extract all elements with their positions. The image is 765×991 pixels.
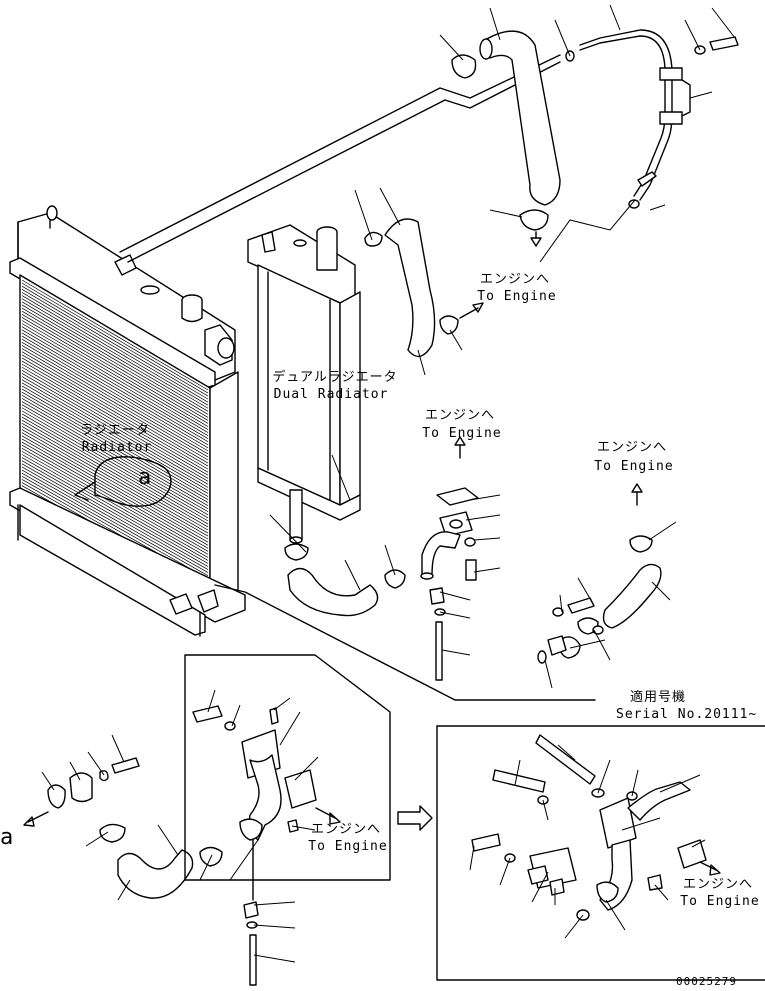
- radiator-fin: [21, 310, 209, 421]
- radiator-fin: [21, 416, 209, 525]
- radiator-fin: [21, 426, 209, 534]
- radiator-fin: [21, 357, 209, 467]
- radiator-fin: [21, 463, 209, 570]
- radiator-fin: [21, 435, 209, 543]
- radiator-fin: [21, 295, 209, 406]
- radiator-fin: [21, 332, 209, 443]
- radiator-fin: [21, 407, 209, 516]
- radiator-fin: [21, 391, 209, 500]
- radiator-fin: [21, 351, 209, 461]
- radiator-fin: [21, 376, 209, 485]
- lower-left-parts: [23, 584, 596, 899]
- to-engine-label-en: To Engine: [594, 459, 674, 474]
- radiator-fin: [21, 432, 209, 540]
- lower-hose-left: [284, 543, 406, 617]
- radiator-fin: [21, 279, 209, 391]
- radiator-fin: [21, 345, 209, 455]
- center-pipe-group: [420, 436, 479, 681]
- radiator-fin: [21, 366, 209, 476]
- to-engine-label-jp: エンジンへ: [682, 877, 754, 892]
- radiator-fin: [21, 419, 209, 528]
- radiator-fin: [21, 363, 209, 473]
- radiator-fin: [21, 285, 209, 397]
- radiator-label-jp: ラジエータ: [80, 423, 150, 438]
- dual-radiator-label-jp: デュアルラジエータ: [272, 370, 398, 385]
- radiator-fin: [21, 410, 209, 519]
- radiator-assembly: [9, 205, 246, 637]
- dual-radiator-hose: [364, 218, 484, 358]
- radiator-fin: [21, 320, 209, 430]
- radiator-fin: [21, 454, 209, 561]
- radiator-fin: [21, 354, 209, 464]
- radiator-fin: [21, 360, 209, 470]
- drawing-number: 00025279: [676, 975, 737, 988]
- leader-lines: [41, 4, 736, 963]
- radiator-fin: [21, 335, 209, 446]
- detail-frame-center: [184, 654, 391, 881]
- right-hose-group: [537, 483, 662, 664]
- overflow-pipe: [119, 54, 561, 263]
- radiator-fin: [21, 460, 209, 567]
- radiator-fin: [21, 313, 209, 424]
- to-engine-label-en: To Engine: [308, 839, 388, 854]
- radiator-fin: [21, 429, 209, 537]
- radiator-fin: [21, 469, 209, 576]
- radiator-fin: [21, 379, 209, 488]
- radiator-fin: [21, 382, 209, 491]
- radiator-fin: [21, 282, 209, 394]
- radiator-fin: [21, 342, 209, 452]
- breather-tube: [565, 29, 739, 209]
- radiator-fin: [21, 444, 209, 552]
- dual-radiator-label-en: Dual Radiator: [273, 387, 389, 402]
- radiator-fin: [21, 385, 209, 494]
- radiator-fin: [21, 370, 209, 479]
- radiator-fin: [21, 388, 209, 497]
- radiator-fin: [21, 317, 209, 427]
- radiator-fin: [21, 413, 209, 522]
- serial-label-jp: 適用号機: [629, 690, 687, 705]
- radiator-fin: [21, 373, 209, 482]
- radiator-fin: [21, 326, 209, 436]
- radiator-fin: [21, 292, 209, 403]
- radiator-fin: [21, 438, 209, 546]
- radiator-fin: [21, 472, 209, 580]
- radiator-fin: [21, 401, 209, 509]
- radiator-fin: [21, 394, 209, 503]
- detail-frame-serial: [436, 725, 765, 981]
- to-engine-label-jp: エンジンへ: [310, 822, 382, 837]
- to-engine-label-en: To Engine: [680, 894, 760, 909]
- upper-hose: [451, 30, 561, 247]
- dual-radiator-assembly: [247, 224, 361, 544]
- radiator-fin: [21, 304, 209, 415]
- radiator-fin: [21, 323, 209, 433]
- to-engine-label-jp: エンジンへ: [424, 408, 496, 423]
- radiator-fin: [21, 423, 209, 531]
- to-engine-label-en: To Engine: [477, 289, 557, 304]
- view-a-mark: a: [138, 465, 152, 490]
- to-engine-label-en: To Engine: [422, 426, 502, 441]
- radiator-fin: [21, 457, 209, 564]
- view-arrow-icon: [397, 805, 433, 831]
- radiator-fin: [21, 289, 209, 400]
- serial-label-en: Serial No.20111~: [616, 707, 758, 722]
- radiator-fin: [21, 466, 209, 573]
- radiator-fin: [21, 301, 209, 412]
- radiator-fin: [21, 329, 209, 439]
- radiator-fin: [21, 348, 209, 458]
- radiator-fin: [21, 307, 209, 418]
- lower-center-parts: [243, 839, 259, 986]
- radiator-label-en: Radiator: [81, 440, 153, 455]
- radiator-fin: [21, 338, 209, 449]
- radiator-fin: [21, 298, 209, 409]
- view-a-mark: a: [0, 825, 14, 850]
- radiator-fin: [21, 451, 209, 558]
- to-engine-label-jp: エンジンへ: [596, 440, 668, 455]
- radiator-fin: [21, 441, 209, 549]
- to-engine-label-jp: エンジンへ: [479, 272, 551, 287]
- radiator-fin: [21, 398, 209, 506]
